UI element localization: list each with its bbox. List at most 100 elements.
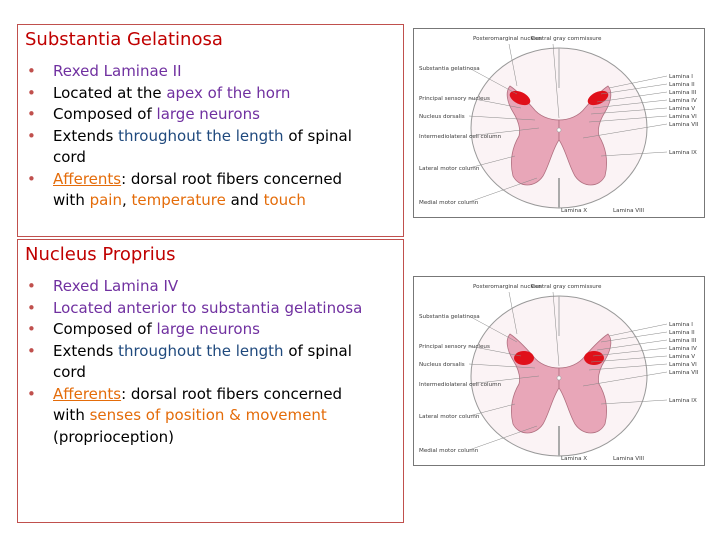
- diagram-label: Lamina VII: [669, 122, 699, 128]
- diagram-label: Lamina II: [669, 330, 695, 336]
- bullet-list: Rexed Laminae II Located at the apex of t…: [18, 61, 378, 212]
- leader-line: [588, 115, 668, 123]
- leader-line: [600, 399, 668, 405]
- leader-line: [508, 291, 518, 335]
- leader-line: [582, 123, 668, 139]
- bullet-text: throughout the length: [118, 126, 284, 145]
- bullet-text: touch: [263, 191, 306, 209]
- bullet-item: Rexed Laminae II: [18, 61, 378, 83]
- bullet-text: and: [225, 191, 264, 209]
- bullet-item: Composed of large neurons: [18, 104, 378, 126]
- bullet-text: of spinal cord: [53, 341, 352, 382]
- leader-line: [592, 347, 668, 357]
- diagram-label: Lamina V: [669, 354, 695, 360]
- leader-line: [590, 355, 668, 363]
- bullet-text: senses of position & movement: [89, 406, 327, 424]
- highlight-lamina-iv-left: [514, 351, 534, 365]
- leader-line: [600, 83, 668, 95]
- leader-line: [608, 323, 668, 337]
- bullet-text: : dorsal root fibers concerned with: [53, 384, 343, 425]
- diagram-label: Lamina VIII: [613, 456, 644, 462]
- diagram-label: Lamina VII: [669, 370, 699, 376]
- gray-matter-right: [558, 85, 612, 186]
- diagram-label: Nucleus dorsalis: [419, 114, 465, 120]
- leader-line: [600, 151, 668, 157]
- bullet-item: Rexed Lamina IV: [18, 276, 378, 298]
- highlight-lamina-ii-right: [587, 90, 609, 106]
- leader-line: [468, 177, 538, 203]
- bullet-text: : dorsal root fibers concerned with: [53, 169, 343, 210]
- diagram-label: Lamina VI: [669, 114, 697, 120]
- diagram-label: Substantia gelatinosa: [419, 314, 480, 320]
- bullet-text: large neurons: [156, 320, 260, 338]
- bullet-text: ,: [121, 191, 132, 209]
- bullet-text: Afferents: [53, 169, 122, 188]
- substantia-gelatinosa-panel: Substantia Gelatinosa Rexed Laminae II Lo…: [17, 24, 404, 237]
- diagram-label: Lamina III: [669, 338, 697, 344]
- bullet-text: Composed of: [53, 320, 157, 338]
- leader-line: [468, 375, 540, 385]
- leader-line: [608, 75, 668, 89]
- bullet-item: Composed of large neurons: [18, 319, 378, 341]
- diagram-label: Lamina I: [669, 322, 693, 328]
- bullet-text: (proprioception): [53, 427, 175, 446]
- leader-line: [600, 331, 668, 343]
- leader-line: [468, 97, 522, 109]
- leader-line: [552, 43, 560, 119]
- diagram-label: Posteromarginal nucleus: [473, 36, 542, 42]
- bullet-item: Located anterior to substantia gelatinos…: [18, 298, 378, 320]
- diagram-label: Medial motor column: [419, 200, 479, 206]
- leader-line: [508, 43, 518, 87]
- bullet-text: throughout the length: [118, 341, 284, 360]
- bullet-text: temperature: [131, 191, 226, 209]
- bullet-item: Afferents: dorsal root fibers concerned …: [18, 384, 378, 449]
- bullet-text: apex of the horn: [166, 83, 291, 102]
- leader-line: [588, 363, 668, 371]
- central-canal: [556, 127, 562, 133]
- diagram-label: Lamina III: [669, 90, 697, 96]
- central-canal: [556, 375, 562, 381]
- bullet-item: Afferents: dorsal root fibers concerned …: [18, 169, 378, 212]
- highlight-lamina-ii-left: [509, 90, 531, 106]
- leader-line: [468, 155, 516, 169]
- bullet-item: Extends throughout the length of spinal …: [18, 341, 378, 384]
- bullet-text: Rexed Laminae II: [53, 62, 182, 80]
- bullet-text: large neurons: [156, 105, 260, 123]
- leader-line: [552, 291, 560, 367]
- bullet-text: Extends: [53, 126, 119, 145]
- leader-line: [468, 403, 516, 417]
- diagram-label: Lamina IX: [669, 398, 697, 404]
- leader-line: [468, 127, 540, 137]
- bullet-item: Extends throughout the length of spinal …: [18, 126, 378, 169]
- bullet-text: Extends: [53, 341, 119, 360]
- diagram-label: Intermediolateral cell column: [419, 382, 502, 388]
- diagram-label: Lamina IV: [669, 98, 697, 104]
- leader-line: [468, 425, 538, 451]
- bullet-text: Afferents: [53, 384, 122, 403]
- bullet-text: of spinal cord: [53, 126, 352, 167]
- diagram-label: Posteromarginal nucleus: [473, 284, 542, 290]
- leader-line: [468, 115, 536, 121]
- leader-line: [592, 99, 668, 109]
- bullet-text: Located anterior to substantia gelatinos…: [53, 298, 363, 317]
- diagram-label: Lamina VI: [669, 362, 697, 368]
- diagram-label: Lateral motor column: [419, 414, 480, 420]
- gray-matter-left: [506, 85, 560, 186]
- diagram-label: Lamina IX: [669, 150, 697, 156]
- diagram-label: Lamina V: [669, 106, 695, 112]
- bullet-text: Composed of: [53, 105, 157, 123]
- leader-line: [468, 67, 518, 95]
- diagram-label: Lamina VIII: [613, 208, 644, 214]
- bullet-text: Located at the: [53, 83, 167, 102]
- section-title: Substantia Gelatinosa: [25, 29, 223, 50]
- nucleus-proprius-panel: Nucleus Proprius Rexed Lamina IVLocated …: [17, 239, 404, 523]
- diagram-label: Central gray commissure: [531, 284, 602, 290]
- leader-line: [468, 315, 518, 343]
- section-title: Nucleus Proprius: [25, 244, 176, 265]
- diagram-label: Principal sensory nucleus: [419, 96, 490, 102]
- diagram-label: Lamina I: [669, 74, 693, 80]
